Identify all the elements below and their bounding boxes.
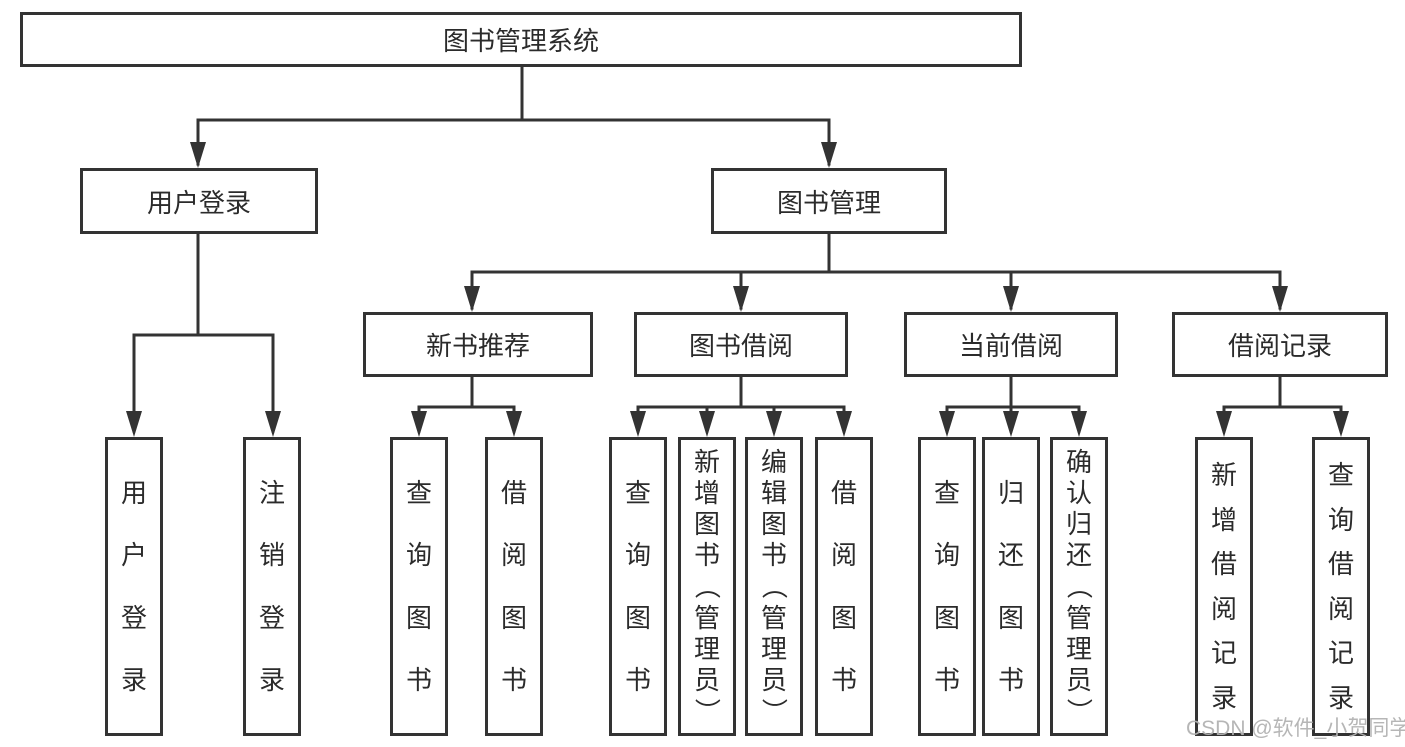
connector-book-borrowing-to-children — [630, 375, 852, 437]
leaf-edit-books-admin-label: 编辑图书（管理员） — [758, 447, 789, 724]
leaf-query-books-current-label: 查询图书 — [933, 478, 960, 695]
leaf-add-books-admin-label: 新增图书（管理员） — [691, 447, 722, 724]
leaf-query-books-current: 查询图书 — [918, 437, 976, 736]
node-user-login-label: 用户登录 — [146, 187, 251, 218]
leaf-return-books: 归还图书 — [982, 437, 1040, 736]
leaf-borrow-books: 借阅图书 — [815, 437, 873, 736]
csdn-watermark: CSDN @软件_小贺同学 — [1186, 717, 1405, 740]
node-current-borrowing-label: 当前借阅 — [958, 331, 1063, 361]
leaf-edit-books-admin: 编辑图书（管理员） — [745, 437, 803, 736]
leaf-query-borrow-record-label: 查询借阅记录 — [1327, 460, 1354, 713]
connector-current-borrowing-to-children — [939, 375, 1087, 437]
leaf-query-books-borrowing-label: 查询图书 — [624, 478, 651, 695]
node-borrow-records: 借阅记录 — [1172, 312, 1388, 377]
leaf-confirm-return-admin-label: 确认归还（管理员） — [1063, 447, 1094, 724]
leaf-add-borrow-record: 新增借阅记录 — [1195, 437, 1253, 736]
leaf-borrow-books-label: 借阅图书 — [830, 478, 857, 695]
connector-book-management-to-level3 — [464, 232, 1288, 312]
node-book-management-label: 图书管理 — [776, 187, 881, 218]
leaf-logout-label: 注销登录 — [258, 478, 285, 695]
node-new-book-recommend-label: 新书推荐 — [425, 331, 530, 361]
node-new-book-recommend: 新书推荐 — [363, 312, 593, 377]
node-book-borrowing: 图书借阅 — [634, 312, 848, 377]
node-user-login: 用户登录 — [80, 168, 318, 234]
node-book-borrowing-label: 图书借阅 — [688, 331, 793, 361]
leaf-query-books-recommend-label: 查询图书 — [405, 478, 432, 695]
connector-user-login-to-children — [126, 232, 281, 437]
leaf-query-books-borrowing: 查询图书 — [609, 437, 667, 736]
node-book-management: 图书管理 — [711, 168, 947, 234]
leaf-borrow-books-recommend-label: 借阅图书 — [500, 478, 527, 695]
leaf-query-borrow-record: 查询借阅记录 — [1312, 437, 1370, 736]
node-root: 图书管理系统 — [20, 12, 1022, 67]
leaf-confirm-return-admin: 确认归还（管理员） — [1050, 437, 1108, 736]
connector-borrow-records-to-children — [1216, 375, 1349, 437]
node-current-borrowing: 当前借阅 — [904, 312, 1118, 377]
leaf-query-books-recommend: 查询图书 — [390, 437, 448, 736]
node-root-label: 图书管理系统 — [442, 26, 599, 56]
leaf-return-books-label: 归还图书 — [997, 478, 1024, 695]
leaf-user-login: 用户登录 — [105, 437, 163, 736]
node-borrow-records-label: 借阅记录 — [1227, 331, 1332, 361]
connector-root-to-level2 — [190, 65, 837, 168]
leaf-add-borrow-record-label: 新增借阅记录 — [1210, 460, 1237, 713]
leaf-logout: 注销登录 — [243, 437, 301, 736]
leaf-user-login-label: 用户登录 — [120, 478, 147, 695]
leaf-add-books-admin: 新增图书（管理员） — [678, 437, 736, 736]
connector-new-book-recommend-to-children — [411, 375, 522, 437]
leaf-borrow-books-recommend: 借阅图书 — [485, 437, 543, 736]
